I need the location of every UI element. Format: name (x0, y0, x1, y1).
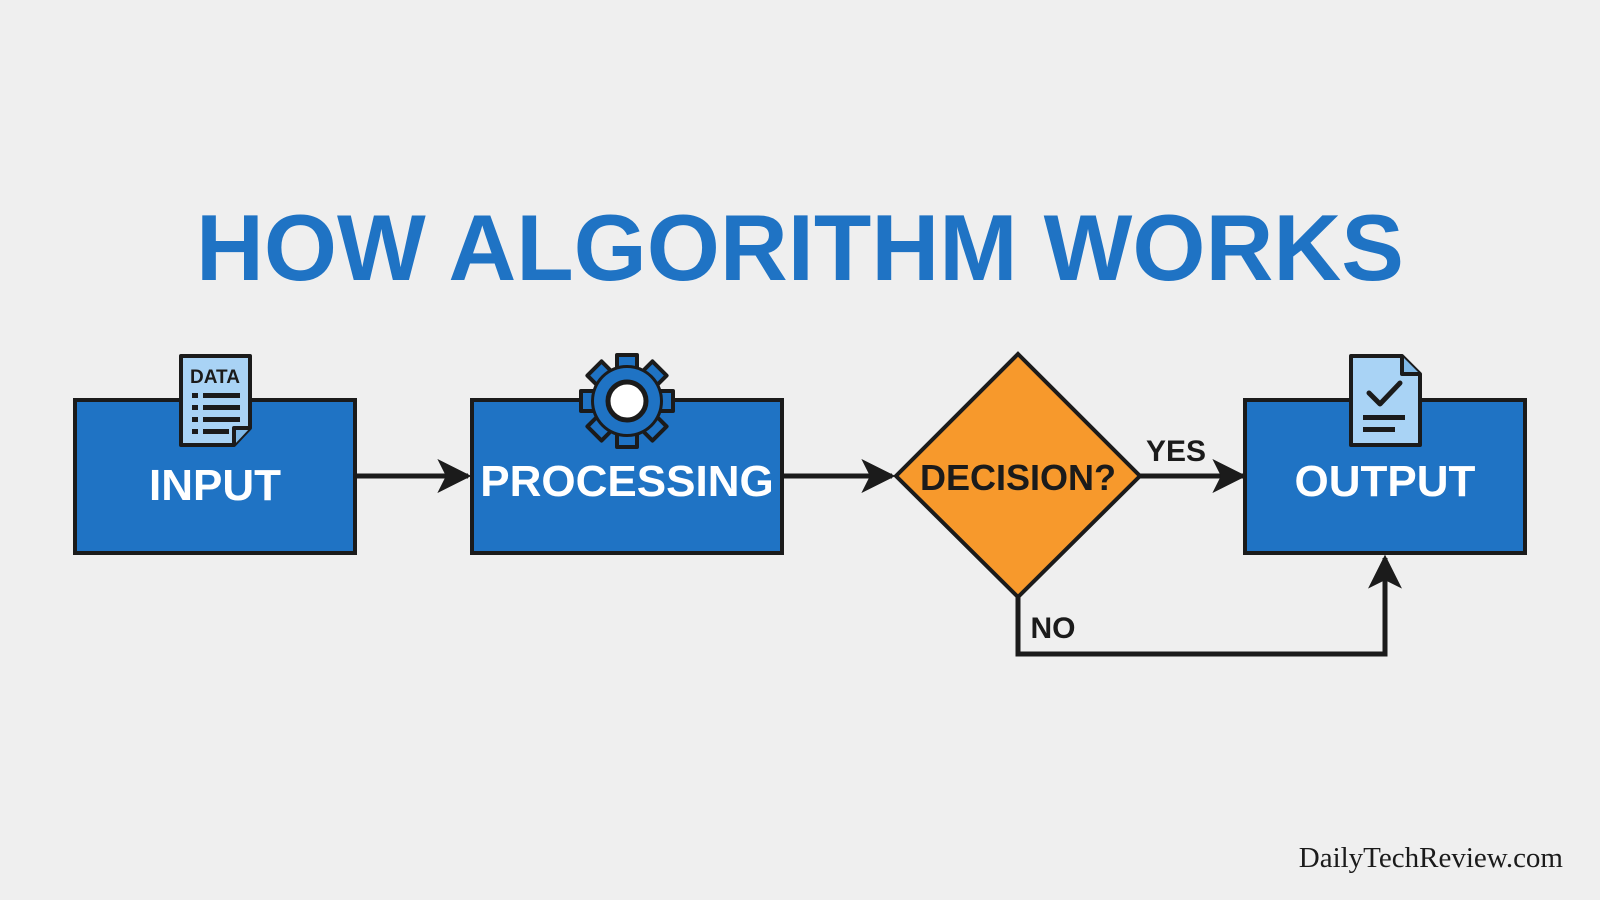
decision-node: DECISION? (893, 351, 1143, 600)
data-document-icon: DATA (179, 354, 252, 447)
gear-icon (579, 353, 675, 449)
page-title: HOW ALGORITHM WORKS (196, 195, 1404, 300)
processing-label: PROCESSING (480, 457, 773, 506)
data-icon-text: DATA (190, 367, 240, 388)
watermark: DailyTechReview.com (1299, 842, 1564, 874)
yes-label: YES (1146, 435, 1206, 468)
checked-document-icon (1349, 354, 1422, 447)
arrow-decision-to-output-no (1015, 554, 1402, 657)
decision-label: DECISION? (920, 457, 1116, 498)
no-label: NO (1031, 612, 1076, 645)
output-label: OUTPUT (1295, 457, 1476, 506)
input-label: INPUT (149, 461, 281, 510)
